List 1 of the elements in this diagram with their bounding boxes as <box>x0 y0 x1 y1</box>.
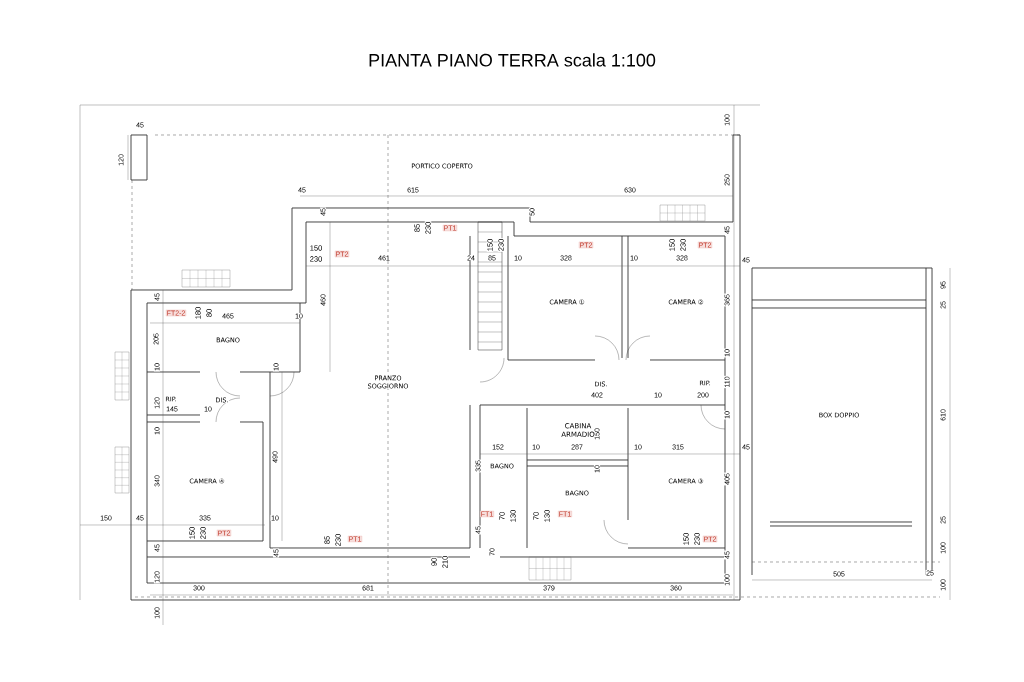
title: PIANTA PIANO TERRA scala 1:100 <box>369 53 656 67</box>
